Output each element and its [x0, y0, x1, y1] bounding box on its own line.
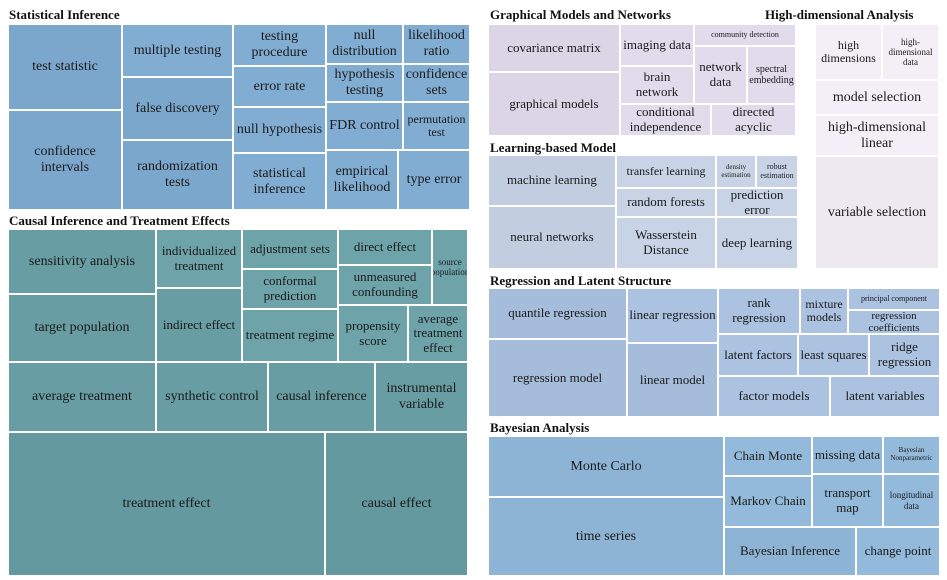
treemap-cell-null-hypothesis: null hypothesis	[233, 107, 326, 153]
treemap-cell-average-treatment-effect: average treatment effect	[408, 305, 468, 362]
treemap-cell-high-dimensions: high dimensions	[815, 24, 882, 80]
treemap-cell-deep-learning: deep learning	[716, 217, 798, 269]
treemap-cell-causal-inference: causal inference	[268, 362, 375, 432]
treemap-cell-change-point: change point	[856, 527, 940, 576]
treemap-cell-random-forests: random forests	[616, 188, 716, 217]
treemap-cell-high-dimensional-data: high-dimensional data	[882, 24, 939, 80]
treemap-cell-community-detection: community detection	[694, 24, 796, 46]
group-title-regression-and-latent-structure: Regression and Latent Structure	[490, 273, 672, 288]
treemap-cell-linear-model: linear model	[627, 343, 718, 417]
treemap-cell-error-rate: error rate	[233, 66, 326, 107]
treemap-cell-least-squares: least squares	[798, 334, 869, 376]
treemap-cell-fdr-control: FDR control	[326, 102, 403, 150]
treemap-cell-markov-chain: Markov Chain	[724, 476, 812, 527]
treemap-cell-conformal-prediction: conformal prediction	[242, 269, 338, 309]
treemap-cell-transfer-learning: transfer learning	[616, 155, 716, 188]
treemap-cell-brain-network: brain network	[620, 66, 694, 104]
treemap-cell-high-dimensional-linear: high-dimensional linear	[815, 115, 939, 156]
treemap-cell-longitudinal-data: longitudinal data	[883, 474, 940, 527]
treemap-cell-likelihood-ratio: likelihood ratio	[403, 24, 470, 64]
group-title-graphical-models-and-networks: Graphical Models and Networks	[490, 7, 671, 22]
treemap-cell-bayesian-nonparametric: Bayesian Nonparametric	[883, 436, 940, 474]
treemap-cell-type-error: type error	[398, 150, 470, 210]
treemap-cell-time-series: time series	[488, 497, 724, 576]
treemap-cell-false-discovery: false discovery	[122, 77, 233, 140]
treemap-cell-bayesian-inference: Bayesian Inference	[724, 527, 856, 576]
treemap-cell-confidence-sets: confidence sets	[403, 64, 470, 102]
treemap-cell-direct-effect: direct effect	[338, 229, 432, 265]
treemap-cell-propensity-score: propensity score	[338, 305, 408, 362]
treemap-cell-robust-estimation: robust estimation	[756, 155, 798, 188]
treemap-cell-unmeasured-confounding: unmeasured confounding	[338, 265, 432, 305]
treemap-cell-principal-component: principal component	[848, 288, 940, 310]
treemap-cell-target-population: target population	[8, 294, 156, 362]
treemap-cell-rank-regression: rank regression	[718, 288, 800, 334]
group-title-statistical-inference: Statistical Inference	[9, 7, 120, 22]
treemap-cell-treatment-regime: treatment regime	[242, 309, 338, 362]
group-title-bayesian-analysis: Bayesian Analysis	[490, 420, 590, 435]
group-title-causal-inference-and-treatment-effects: Causal Inference and Treatment Effects	[9, 213, 230, 228]
treemap-cell-wasserstein-distance: Wasserstein Distance	[616, 217, 716, 269]
treemap-cell-monte-carlo: Monte Carlo	[488, 436, 724, 497]
treemap-cell-model-selection: model selection	[815, 80, 939, 115]
treemap-cell-adjustment-sets: adjustment sets	[242, 229, 338, 269]
group-title-learning-based-model: Learning-based Model	[490, 140, 617, 155]
treemap-cell-imaging-data: imaging data	[620, 24, 694, 66]
treemap-cell-machine-learning: machine learning	[488, 155, 616, 206]
treemap-cell-neural-networks: neural networks	[488, 206, 616, 269]
treemap-cell-network-data: network data	[694, 46, 747, 104]
treemap-cell-transport-map: transport map	[812, 474, 883, 527]
treemap-cell-instrumental-variable: instrumental variable	[375, 362, 468, 432]
treemap-cell-directed-acyclic: directed acyclic	[711, 104, 796, 136]
treemap-cell-causal-effect: causal effect	[325, 432, 468, 576]
treemap-cell-null-distribution: null distribution	[326, 24, 403, 64]
treemap-cell-regression-model: regression model	[488, 339, 627, 417]
treemap-cell-linear-regression: linear regression	[627, 288, 718, 343]
treemap-cell-hypothesis-testing: hypothesis testing	[326, 64, 403, 102]
treemap-cell-missing-data: missing data	[812, 436, 883, 474]
treemap-cell-individualized-treatment: individualized treatment	[156, 229, 242, 288]
treemap-cell-randomization-tests: randomization tests	[122, 140, 233, 210]
treemap-cell-latent-variables: latent variables	[830, 376, 940, 417]
treemap-cell-indirect-effect: indirect effect	[156, 288, 242, 362]
treemap-cell-latent-factors: latent factors	[718, 334, 798, 376]
treemap-cell-graphical-models: graphical models	[488, 72, 620, 136]
treemap-cell-spectral-embedding: spectral embedding	[747, 46, 796, 104]
treemap-cell-test-statistic: test statistic	[8, 24, 122, 110]
treemap-cell-prediction-error: prediction error	[716, 188, 798, 217]
treemap-cell-treatment-effect: treatment effect	[8, 432, 325, 576]
treemap-cell-permutation-test: permutation test	[403, 102, 470, 150]
treemap-cell-source-population: source population	[432, 229, 468, 305]
treemap-cell-quantile-regression: quantile regression	[488, 288, 627, 339]
treemap-cell-density-estimation: density estimation	[716, 155, 756, 188]
treemap-cell-chain-monte: Chain Monte	[724, 436, 812, 476]
treemap-cell-mixture-models: mixture models	[800, 288, 848, 334]
treemap-cell-synthetic-control: synthetic control	[156, 362, 268, 432]
treemap-cell-empirical-likelihood: empirical likelihood	[326, 150, 398, 210]
treemap-cell-covariance-matrix: covariance matrix	[488, 24, 620, 72]
treemap-cell-testing-procedure: testing procedure	[233, 24, 326, 66]
treemap-cell-sensitivity-analysis: sensitivity analysis	[8, 229, 156, 294]
treemap-cell-regression-coefficients: regression coefficients	[848, 310, 940, 334]
treemap-cell-statistical-inference: statistical inference	[233, 153, 326, 210]
treemap-cell-average-treatment: average treatment	[8, 362, 156, 432]
treemap-cell-factor-models: factor models	[718, 376, 830, 417]
treemap-cell-variable-selection: variable selection	[815, 156, 939, 269]
treemap-cell-confidence-intervals: confidence intervals	[8, 110, 122, 210]
treemap-cell-ridge-regression: ridge regression	[869, 334, 940, 376]
group-title-high-dimensional-analysis: High-dimensional Analysis	[765, 7, 914, 22]
treemap-cell-conditional-independence: conditional independence	[620, 104, 711, 136]
treemap-cell-multiple-testing: multiple testing	[122, 24, 233, 77]
